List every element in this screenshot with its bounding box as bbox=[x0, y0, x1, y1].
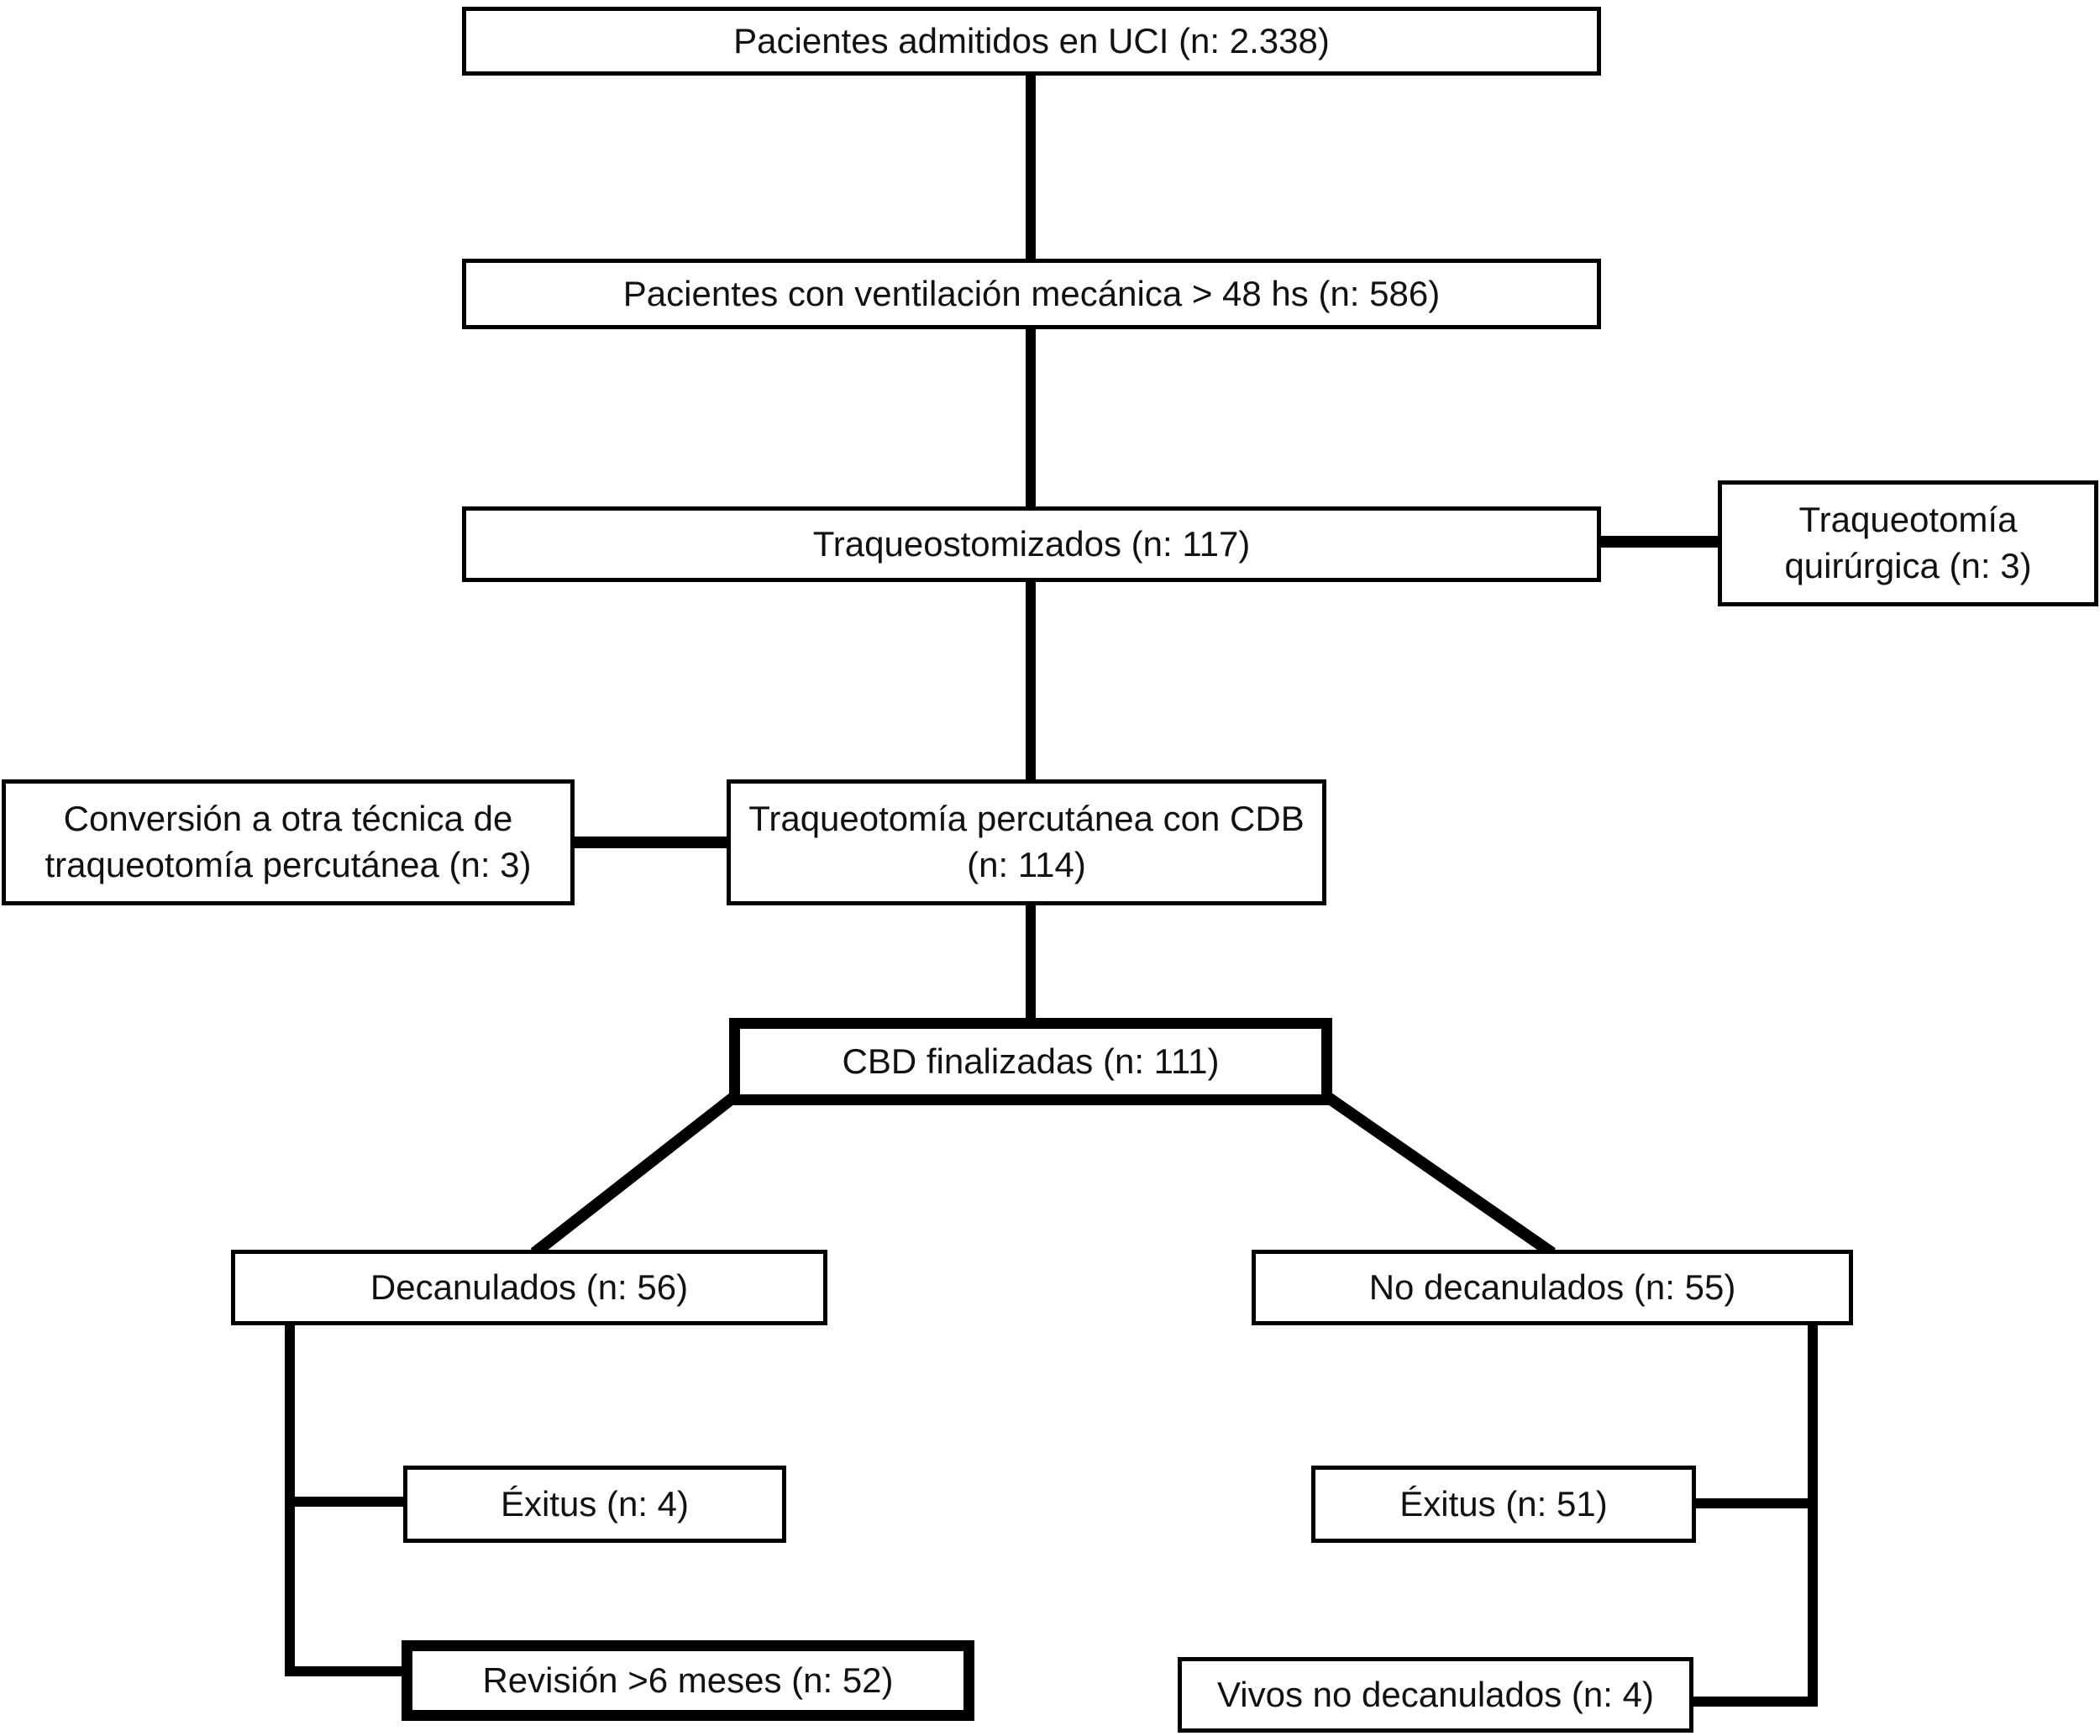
node-vivos-no-decanulados: Vivos no decanulados (n: 4) bbox=[1178, 1657, 1693, 1733]
connector-cbdfin-decan bbox=[530, 1092, 738, 1258]
node-no-decanulados: No decanulados (n: 55) bbox=[1252, 1250, 1853, 1325]
node-revision-6-meses: Revisión >6 meses (n: 52) bbox=[402, 1640, 974, 1721]
node-traqueotomia-quirurgica: Traqueotomía quirúrgica (n: 3) bbox=[1718, 480, 2098, 606]
node-decanulados: Decanulados (n: 56) bbox=[231, 1250, 827, 1325]
node-traqueostomizados: Traqueostomizados (n: 117) bbox=[462, 506, 1601, 582]
node-cbd-finalizadas: CBD finalizadas (n: 111) bbox=[729, 1018, 1332, 1105]
node-pacientes-admitidos-uci: Pacientes admitidos en UCI (n: 2.338) bbox=[462, 7, 1601, 76]
node-exitus-decanulados: Éxitus (n: 4) bbox=[403, 1466, 786, 1543]
node-exitus-no-decanulados: Éxitus (n: 51) bbox=[1311, 1466, 1696, 1543]
node-ventilacion-mecanica: Pacientes con ventilación mecánica > 48 … bbox=[462, 259, 1601, 329]
node-conversion-otra-tecnica: Conversión a otra técnica de traqueotomí… bbox=[2, 779, 575, 905]
node-traqueotomia-percutanea-cdb: Traqueotomía percutánea con CDB (n: 114) bbox=[727, 779, 1326, 905]
connector-cbdfin-nodecan bbox=[1324, 1092, 1556, 1258]
